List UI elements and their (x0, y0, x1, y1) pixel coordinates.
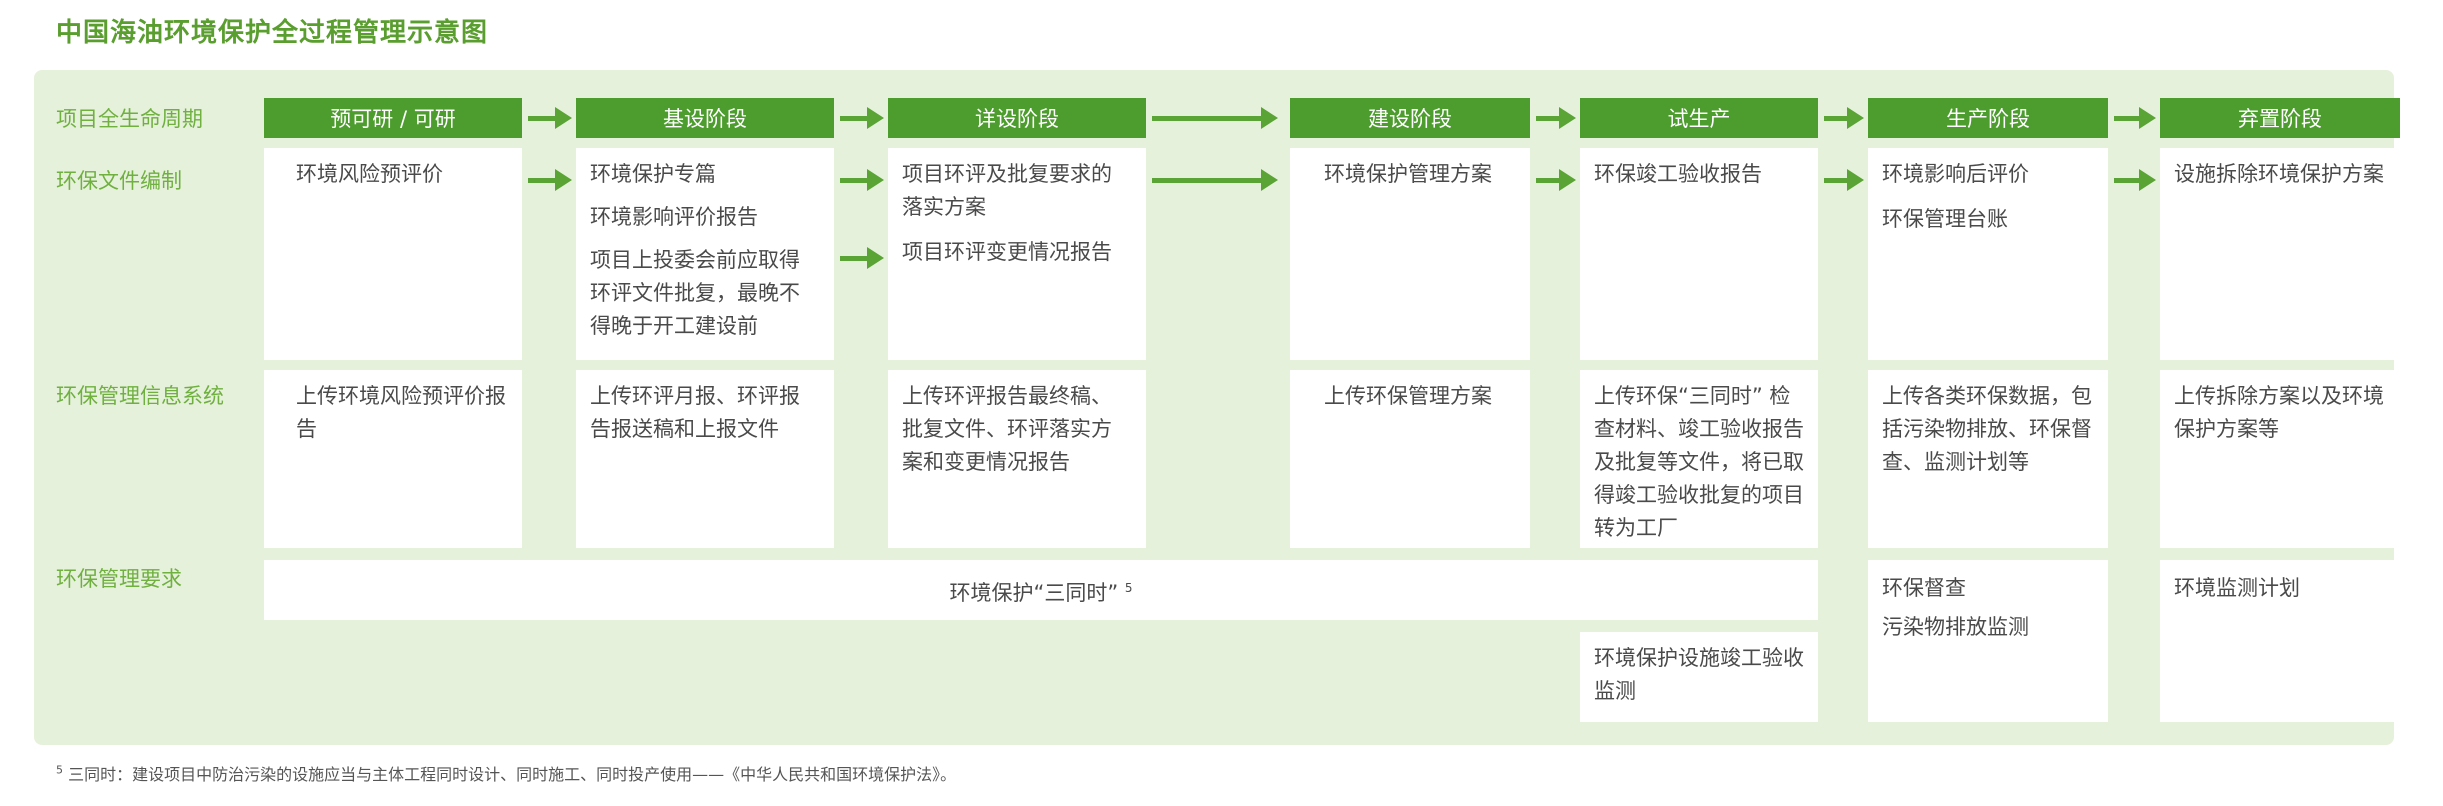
info-cell-construction: 上传环保管理方案 (1290, 370, 1530, 548)
doc-item: 项目环评变更情况报告 (902, 240, 1112, 264)
footnote: 5 三同时：建设项目中防治污染的设施应当与主体工程同时设计、同时施工、同时投产使… (56, 761, 956, 785)
requirement-item: 环保督查 (1882, 576, 1966, 600)
phase-trial-production: 试生产 (1580, 98, 1818, 138)
doc-arrow (1152, 169, 1278, 191)
info-cell-trial-production: 上传环保“三同时” 检查材料、竣工验收报告及批复等文件，将已取得竣工验收批复的项… (1580, 370, 1818, 548)
requirement-item: 污染物排放监测 (1882, 615, 2029, 639)
doc-item: 环保管理台账 (1882, 207, 2008, 231)
footnote-ref: 5 (1124, 581, 1133, 595)
doc-arrow (840, 169, 884, 191)
doc-cell-construction: 环境保护管理方案 (1290, 148, 1530, 360)
phase-feasibility: 预可研 / 可研 (264, 98, 522, 138)
doc-cell-basic-design: 环境保护专篇 环境影响评价报告 项目上投委会前应取得环评文件批复，最晚不得晚于开… (576, 148, 834, 360)
doc-arrow (1824, 169, 1864, 191)
phase-arrow (1824, 107, 1864, 129)
phase-arrow (2114, 107, 2156, 129)
row-label-lifecycle: 项目全生命周期 (56, 107, 203, 131)
doc-item: 环境保护专篇 (590, 162, 716, 186)
doc-arrow (2114, 169, 2156, 191)
phase-production: 生产阶段 (1868, 98, 2108, 138)
doc-item: 环保竣工验收报告 (1594, 162, 1762, 186)
doc-item: 项目环评及批复要求的落实方案 (902, 162, 1112, 219)
requirement-three-simultaneous: 环境保护“三同时” 5 (264, 560, 1818, 620)
row-label-requirements: 环保管理要求 (56, 567, 182, 591)
phase-arrow (840, 107, 884, 129)
phase-basic-design: 基设阶段 (576, 98, 834, 138)
info-cell-basic-design: 上传环评月报、环评报告报送稿和上报文件 (576, 370, 834, 548)
doc-item: 环境保护管理方案 (1324, 162, 1492, 186)
requirement-completion-monitoring: 环境保护设施竣工验收监测 (1580, 632, 1818, 722)
footnote-text: 三同时：建设项目中防治污染的设施应当与主体工程同时设计、同时施工、同时投产使用—… (68, 765, 957, 784)
row-label-documents: 环保文件编制 (56, 169, 182, 193)
phase-arrow (1536, 107, 1576, 129)
doc-cell-detailed-design: 项目环评及批复要求的落实方案 项目环评变更情况报告 (888, 148, 1146, 360)
doc-arrow (528, 169, 572, 191)
diagram-title: 中国海油环境保护全过程管理示意图 (56, 18, 489, 48)
doc-cell-feasibility: 环境风险预评价 (264, 148, 522, 360)
info-cell-feasibility: 上传环境风险预评价报告 (264, 370, 522, 548)
requirement-abandonment: 环境监测计划 (2160, 560, 2400, 722)
requirement-text: 环境保护“三同时” (949, 581, 1119, 605)
doc-item: 项目上投委会前应取得环评文件批复，最晚不得晚于开工建设前 (590, 248, 800, 338)
row-label-info-system: 环保管理信息系统 (56, 384, 224, 408)
phase-construction: 建设阶段 (1290, 98, 1530, 138)
doc-arrow (1536, 169, 1576, 191)
requirement-production: 环保督查 污染物排放监测 (1868, 560, 2108, 722)
doc-item: 环境影响后评价 (1882, 162, 2029, 186)
doc-cell-abandonment: 设施拆除环境保护方案 (2160, 148, 2400, 360)
info-cell-abandonment: 上传拆除方案以及环境保护方案等 (2160, 370, 2400, 548)
doc-cell-production: 环境影响后评价 环保管理台账 (1868, 148, 2108, 360)
footnote-marker: 5 (56, 763, 63, 777)
doc-item: 设施拆除环境保护方案 (2174, 162, 2384, 186)
phase-detailed-design: 详设阶段 (888, 98, 1146, 138)
info-cell-detailed-design: 上传环评报告最终稿、批复文件、环评落实方案和变更情况报告 (888, 370, 1146, 548)
phase-abandonment: 弃置阶段 (2160, 98, 2400, 138)
doc-item: 环境风险预评价 (296, 162, 443, 186)
doc-item: 环境影响评价报告 (590, 205, 758, 229)
doc-arrow (840, 247, 884, 269)
doc-cell-trial-production: 环保竣工验收报告 (1580, 148, 1818, 360)
phase-arrow (1152, 107, 1278, 129)
info-cell-production: 上传各类环保数据，包括污染物排放、环保督查、监测计划等 (1868, 370, 2108, 548)
phase-arrow (528, 107, 572, 129)
